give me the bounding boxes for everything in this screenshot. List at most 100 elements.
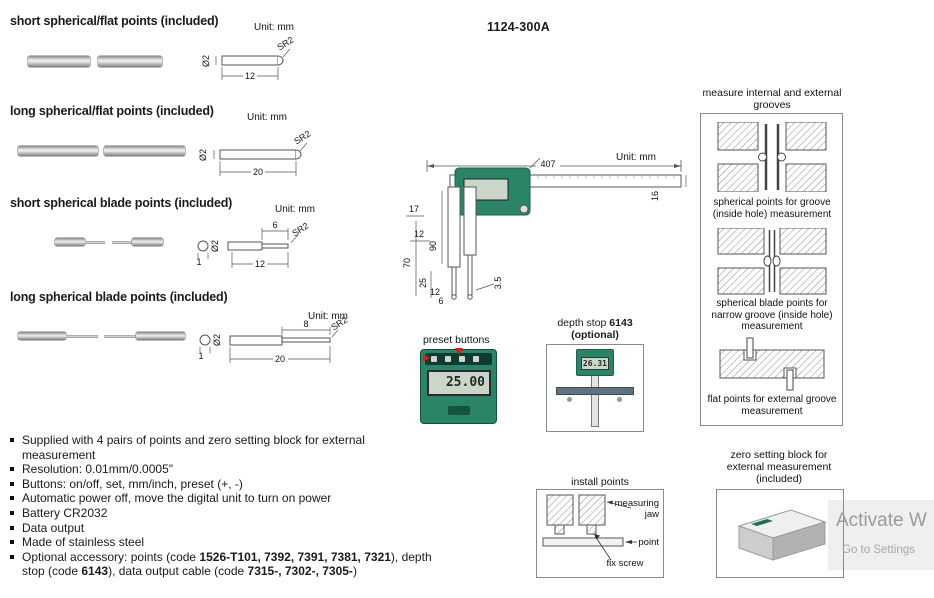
- groove-caption: spherical blade points for narrow groove…: [711, 298, 833, 332]
- section-title-short-blade: short spherical blade points (included): [10, 196, 233, 210]
- dim-diameter: Ø2: [198, 149, 208, 161]
- fix-screw-label: fix screw: [607, 558, 644, 569]
- depth-stop-bar: [556, 387, 634, 395]
- feature-list: Supplied with 4 pairs of points and zero…: [10, 433, 452, 579]
- depth-beam: [591, 375, 599, 427]
- point-front-view: [199, 334, 211, 346]
- dim-diameter: Ø2: [201, 55, 211, 67]
- preset-buttons-label: preset buttons: [423, 334, 490, 346]
- depth-stop-image: 26.31: [546, 344, 644, 432]
- dim-70: 70: [402, 258, 412, 268]
- point-rod: [467, 254, 473, 296]
- zero-block-image: [737, 509, 827, 561]
- dim-length: 20: [253, 167, 263, 177]
- point-front-view: [197, 240, 209, 252]
- bullet-icon: [10, 496, 14, 501]
- preset-display: 25.00: [427, 370, 491, 396]
- point-photo: [104, 146, 185, 156]
- bullet-icon: [10, 510, 14, 515]
- bullet-icon: [10, 467, 14, 472]
- dim-beam-height: 16: [650, 191, 660, 201]
- unit-label: Unit: mm: [616, 152, 656, 163]
- install-points-diagram: measuring jaw point fix screw: [542, 494, 659, 569]
- point-photo: [55, 238, 105, 246]
- sphere-tip: [277, 55, 284, 66]
- install-points-title: install points: [571, 476, 629, 488]
- dim-12b: 12: [430, 287, 440, 297]
- brand-logo-mark: [751, 519, 773, 526]
- dim-length: 12: [245, 71, 255, 81]
- dim-blade-width: 1: [198, 351, 203, 361]
- point-body: [221, 55, 279, 66]
- dim-blade-length: 6: [272, 220, 277, 230]
- bullet-icon: [10, 540, 14, 545]
- fixed-jaw: [447, 186, 461, 268]
- red-arrow-icon: [423, 354, 430, 362]
- feature-item: Supplied with 4 pairs of points and zero…: [10, 433, 452, 462]
- dim-90: 90: [428, 241, 438, 251]
- dim-blade-width: 1: [196, 257, 201, 267]
- depth-stop-name: depth stop: [557, 317, 610, 329]
- short-flat-point-drawing: SR2 Ø2 12: [201, 35, 295, 81]
- device-button: [445, 356, 451, 362]
- dim-length: 20: [275, 354, 285, 364]
- depth-digital-unit: 26.31: [576, 349, 614, 376]
- groove-diagram-spherical: [717, 122, 827, 192]
- grooves-panel-title: measure internal and external grooves: [702, 87, 842, 111]
- watermark-settings-link[interactable]: Go to Settings: [842, 544, 915, 556]
- feature-item: Buttons: on/off, set, mm/inch, preset (+…: [10, 477, 452, 492]
- clamp-screw: [617, 397, 622, 402]
- feature-item-optional: Optional accessory: points (code 1526-T1…: [10, 550, 452, 579]
- point-body: [227, 241, 263, 251]
- dim-diameter: Ø2: [210, 240, 220, 252]
- point-photo: [98, 56, 162, 67]
- device-button: [473, 356, 479, 362]
- section-title-short-flat: short spherical/flat points (included): [10, 14, 219, 28]
- depth-display: 26.31: [581, 357, 609, 370]
- beam-scale-ticks: [537, 175, 675, 179]
- dim-blade-length: 8: [303, 319, 308, 329]
- point-label: point: [638, 537, 659, 548]
- dim-sr2: SR2: [290, 221, 310, 239]
- dim-sr2: SR2: [275, 35, 295, 53]
- point-body: [219, 149, 297, 160]
- device-button: [459, 356, 465, 362]
- point-rod: [451, 266, 457, 296]
- feature-item: Resolution: 0.01mm/0.0005": [10, 462, 452, 477]
- blade-section: [281, 337, 331, 343]
- point-photo: [104, 332, 185, 340]
- point-photo: [112, 238, 163, 246]
- blade-section: [261, 243, 289, 249]
- movable-jaw: [463, 186, 477, 256]
- bullet-icon: [10, 554, 14, 559]
- fix-screw-block: [586, 524, 597, 535]
- dim-6: 6: [438, 296, 443, 306]
- section-title-long-flat: long spherical/flat points (included): [10, 104, 214, 118]
- install-points-panel: measuring jaw point fix screw: [536, 489, 664, 578]
- feature-item: Made of stainless steel: [10, 535, 452, 550]
- dim-length: 12: [255, 259, 265, 269]
- depth-stop-code: 6143: [609, 317, 633, 329]
- preset-device-image: 25.00: [420, 348, 497, 424]
- depth-stop-note: (optional): [571, 329, 619, 341]
- grooves-panel: spherical points for groove (inside hole…: [700, 113, 843, 426]
- short-blade-point-drawing: 1 Ø2 6 12 SR2: [196, 220, 310, 269]
- groove-diagram-flat: [719, 337, 825, 391]
- feature-item: Battery CR2032: [10, 506, 452, 521]
- unit-label: Unit: mm: [308, 311, 348, 322]
- feature-item: Data output: [10, 521, 452, 536]
- zero-block-title: zero setting block for external measurem…: [726, 449, 832, 485]
- point-photo: [28, 56, 90, 67]
- measuring-jaw-label-2: jaw: [644, 509, 659, 520]
- dim-25: 25: [418, 278, 428, 288]
- bullet-icon: [10, 525, 14, 530]
- dim-17: 17: [409, 204, 419, 214]
- dim-sr2: SR2: [292, 129, 312, 147]
- activation-watermark: Activate W Go to Settings: [828, 500, 934, 570]
- sphere-tip: [295, 149, 302, 160]
- unit-label: Unit: mm: [247, 112, 287, 123]
- dim-3-5: 3.5: [493, 277, 503, 290]
- bullet-icon: [10, 481, 14, 486]
- dim-12a: 12: [414, 229, 424, 239]
- bullet-icon: [10, 438, 14, 442]
